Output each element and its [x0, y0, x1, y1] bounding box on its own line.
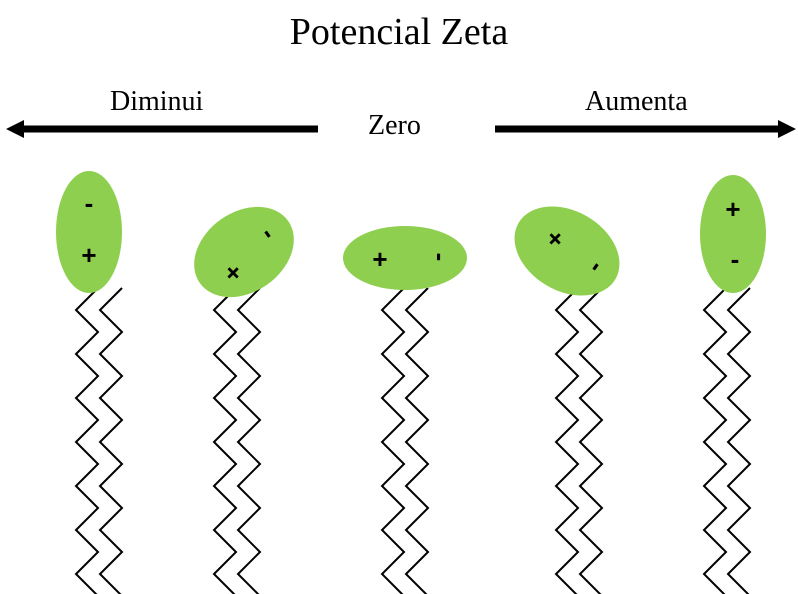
molecule-head-5: [700, 175, 766, 293]
molecule-1: - +: [56, 171, 122, 293]
lipid-tail: [406, 288, 428, 594]
lipid-tail: [76, 288, 98, 594]
lipid-tail: [556, 288, 578, 594]
molecule-4: + -: [499, 188, 636, 313]
charge-negative: -: [85, 188, 94, 218]
lipid-tail: [382, 288, 404, 594]
lipid-tail: [704, 288, 726, 594]
molecule-2: - +: [177, 188, 311, 315]
charge-positive: +: [725, 194, 740, 224]
lipid-tails: [76, 288, 750, 594]
charge-positive: +: [372, 244, 387, 274]
lipid-tail: [100, 288, 122, 594]
arrow-left-icon: [6, 120, 318, 138]
lipid-tail: [728, 288, 750, 594]
molecule-5: + -: [700, 175, 766, 293]
molecule-3: + -: [343, 226, 467, 290]
lipid-tail: [238, 288, 260, 594]
lipid-tail: [580, 288, 602, 594]
lipid-tail: [214, 288, 236, 594]
molecule-head-4: [499, 188, 636, 313]
molecule-head-2: [177, 188, 311, 315]
charge-positive: +: [81, 240, 96, 270]
charge-negative: -: [731, 244, 740, 274]
arrow-right-icon: [495, 120, 796, 138]
charge-negative: -: [426, 253, 456, 262]
